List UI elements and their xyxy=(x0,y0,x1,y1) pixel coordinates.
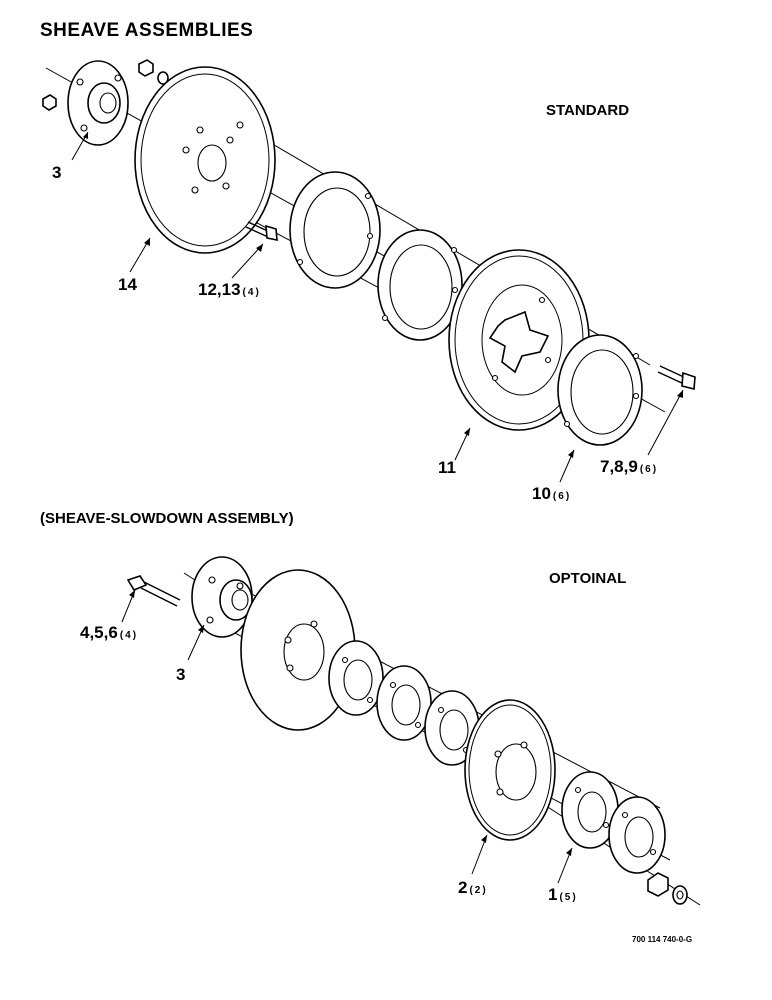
standard-flat-disc xyxy=(134,66,276,254)
standard-spacer-ring-b xyxy=(377,229,463,341)
standard-grooved-sheave xyxy=(448,249,590,431)
callout-optional-1: 1(5) xyxy=(548,885,578,904)
callout-standard-3: 3 xyxy=(52,163,62,182)
optional-bolt-4 xyxy=(126,575,181,607)
standard-retainer-ring xyxy=(557,334,643,446)
optional-leaders xyxy=(121,589,573,884)
optional-spacer-a xyxy=(328,640,384,716)
standard-leaders xyxy=(71,131,684,483)
standard-hub-nuts xyxy=(42,59,169,111)
standard-bolt-7 xyxy=(657,365,696,391)
optional-shim-b xyxy=(608,796,666,874)
optional-nut-washer xyxy=(647,872,688,905)
slowdown-heading: (SHEAVE-SLOWDOWN ASSEMBLY) xyxy=(40,510,294,527)
optional-label: OPTOINAL xyxy=(549,570,627,587)
callout-standard-11: 11 xyxy=(438,458,456,477)
callout-standard-12-13: 12,13(4) xyxy=(198,280,261,299)
standard-assembly-diagram xyxy=(42,59,696,483)
optional-flat-disc xyxy=(240,569,356,731)
standard-label: STANDARD xyxy=(546,102,630,119)
callout-standard-14: 14 xyxy=(118,275,137,294)
document-id: 700 114 740-0-G xyxy=(632,935,693,944)
standard-bolt-12 xyxy=(245,221,278,241)
standard-spacer-ring-a xyxy=(289,171,381,289)
optional-shim-a xyxy=(561,771,619,849)
optional-spacer-b xyxy=(376,665,432,741)
optional-hub xyxy=(191,556,253,638)
callout-optional-3: 3 xyxy=(176,665,186,684)
standard-hub xyxy=(67,60,129,146)
page-title: SHEAVE ASSEMBLIES xyxy=(40,20,254,41)
optional-assembly-diagram xyxy=(121,556,701,906)
callout-optional-2: 2(2) xyxy=(458,878,488,897)
callout-standard-10: 10(6) xyxy=(532,484,572,503)
optional-slowdown-disc xyxy=(464,699,556,841)
callout-optional-4-5-6: 4,5,6(4) xyxy=(80,623,139,642)
callout-standard-7-8-9: 7,8,9(6) xyxy=(600,457,659,476)
